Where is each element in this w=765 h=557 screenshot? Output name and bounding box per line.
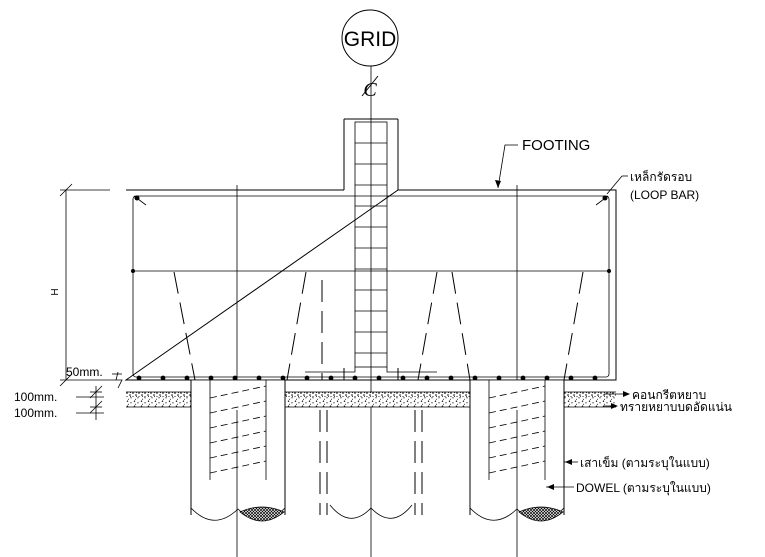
loop-bar-label-thai: เหล็กรัดรอบ — [630, 169, 692, 184]
callout-footing: FOOTING — [495, 137, 590, 189]
callout-lean-concrete: คอนกรีตหยาบ — [604, 388, 706, 402]
grid-lines — [236, 66, 518, 557]
cover-dimension-label: 50mm. — [66, 365, 103, 379]
bottom-rebar — [136, 375, 598, 381]
sand-dim-label: 100mm. — [14, 406, 57, 420]
pile-right — [469, 379, 565, 522]
grid-marker: GRID C — [341, 9, 399, 101]
lean-concrete-dim-label: 100mm. — [14, 390, 57, 404]
footing-label: FOOTING — [522, 137, 590, 154]
lean-concrete-label: คอนกรีตหยาบ — [632, 388, 706, 402]
lean-concrete-layer — [126, 392, 616, 397]
load-spread-lines — [173, 271, 584, 381]
footing — [124, 189, 617, 381]
height-label: H — [50, 288, 61, 295]
pile-label: เสาเข็ม (ตามระบุในแบบ) — [580, 455, 710, 471]
callout-dowel: DOWEL (ตามระบุในแบบ) — [546, 481, 711, 496]
layer-dimensions: 50mm. 100mm. 100mm. — [14, 365, 123, 420]
dowel-label: DOWEL (ตามระบุในแบบ) — [576, 481, 711, 496]
height-dimension: H — [50, 183, 116, 387]
grid-label: GRID — [344, 28, 397, 51]
compacted-sand-layer — [126, 397, 616, 407]
callout-compacted-sand: ทรายหยาบบดอัดแน่น — [604, 400, 732, 414]
centerline-symbol: C — [363, 79, 377, 101]
callout-loop-bar: เหล็กรัดรอบ (LOOP BAR) — [606, 169, 699, 202]
callout-pile: เสาเข็ม (ตามระบุในแบบ) — [564, 455, 710, 471]
pile-center — [319, 410, 423, 519]
loop-bar-label-english: (LOOP BAR) — [630, 188, 699, 202]
column-stub — [305, 118, 437, 380]
pile-left — [190, 379, 286, 522]
compacted-sand-label: ทรายหยาบบดอัดแน่น — [620, 400, 732, 414]
